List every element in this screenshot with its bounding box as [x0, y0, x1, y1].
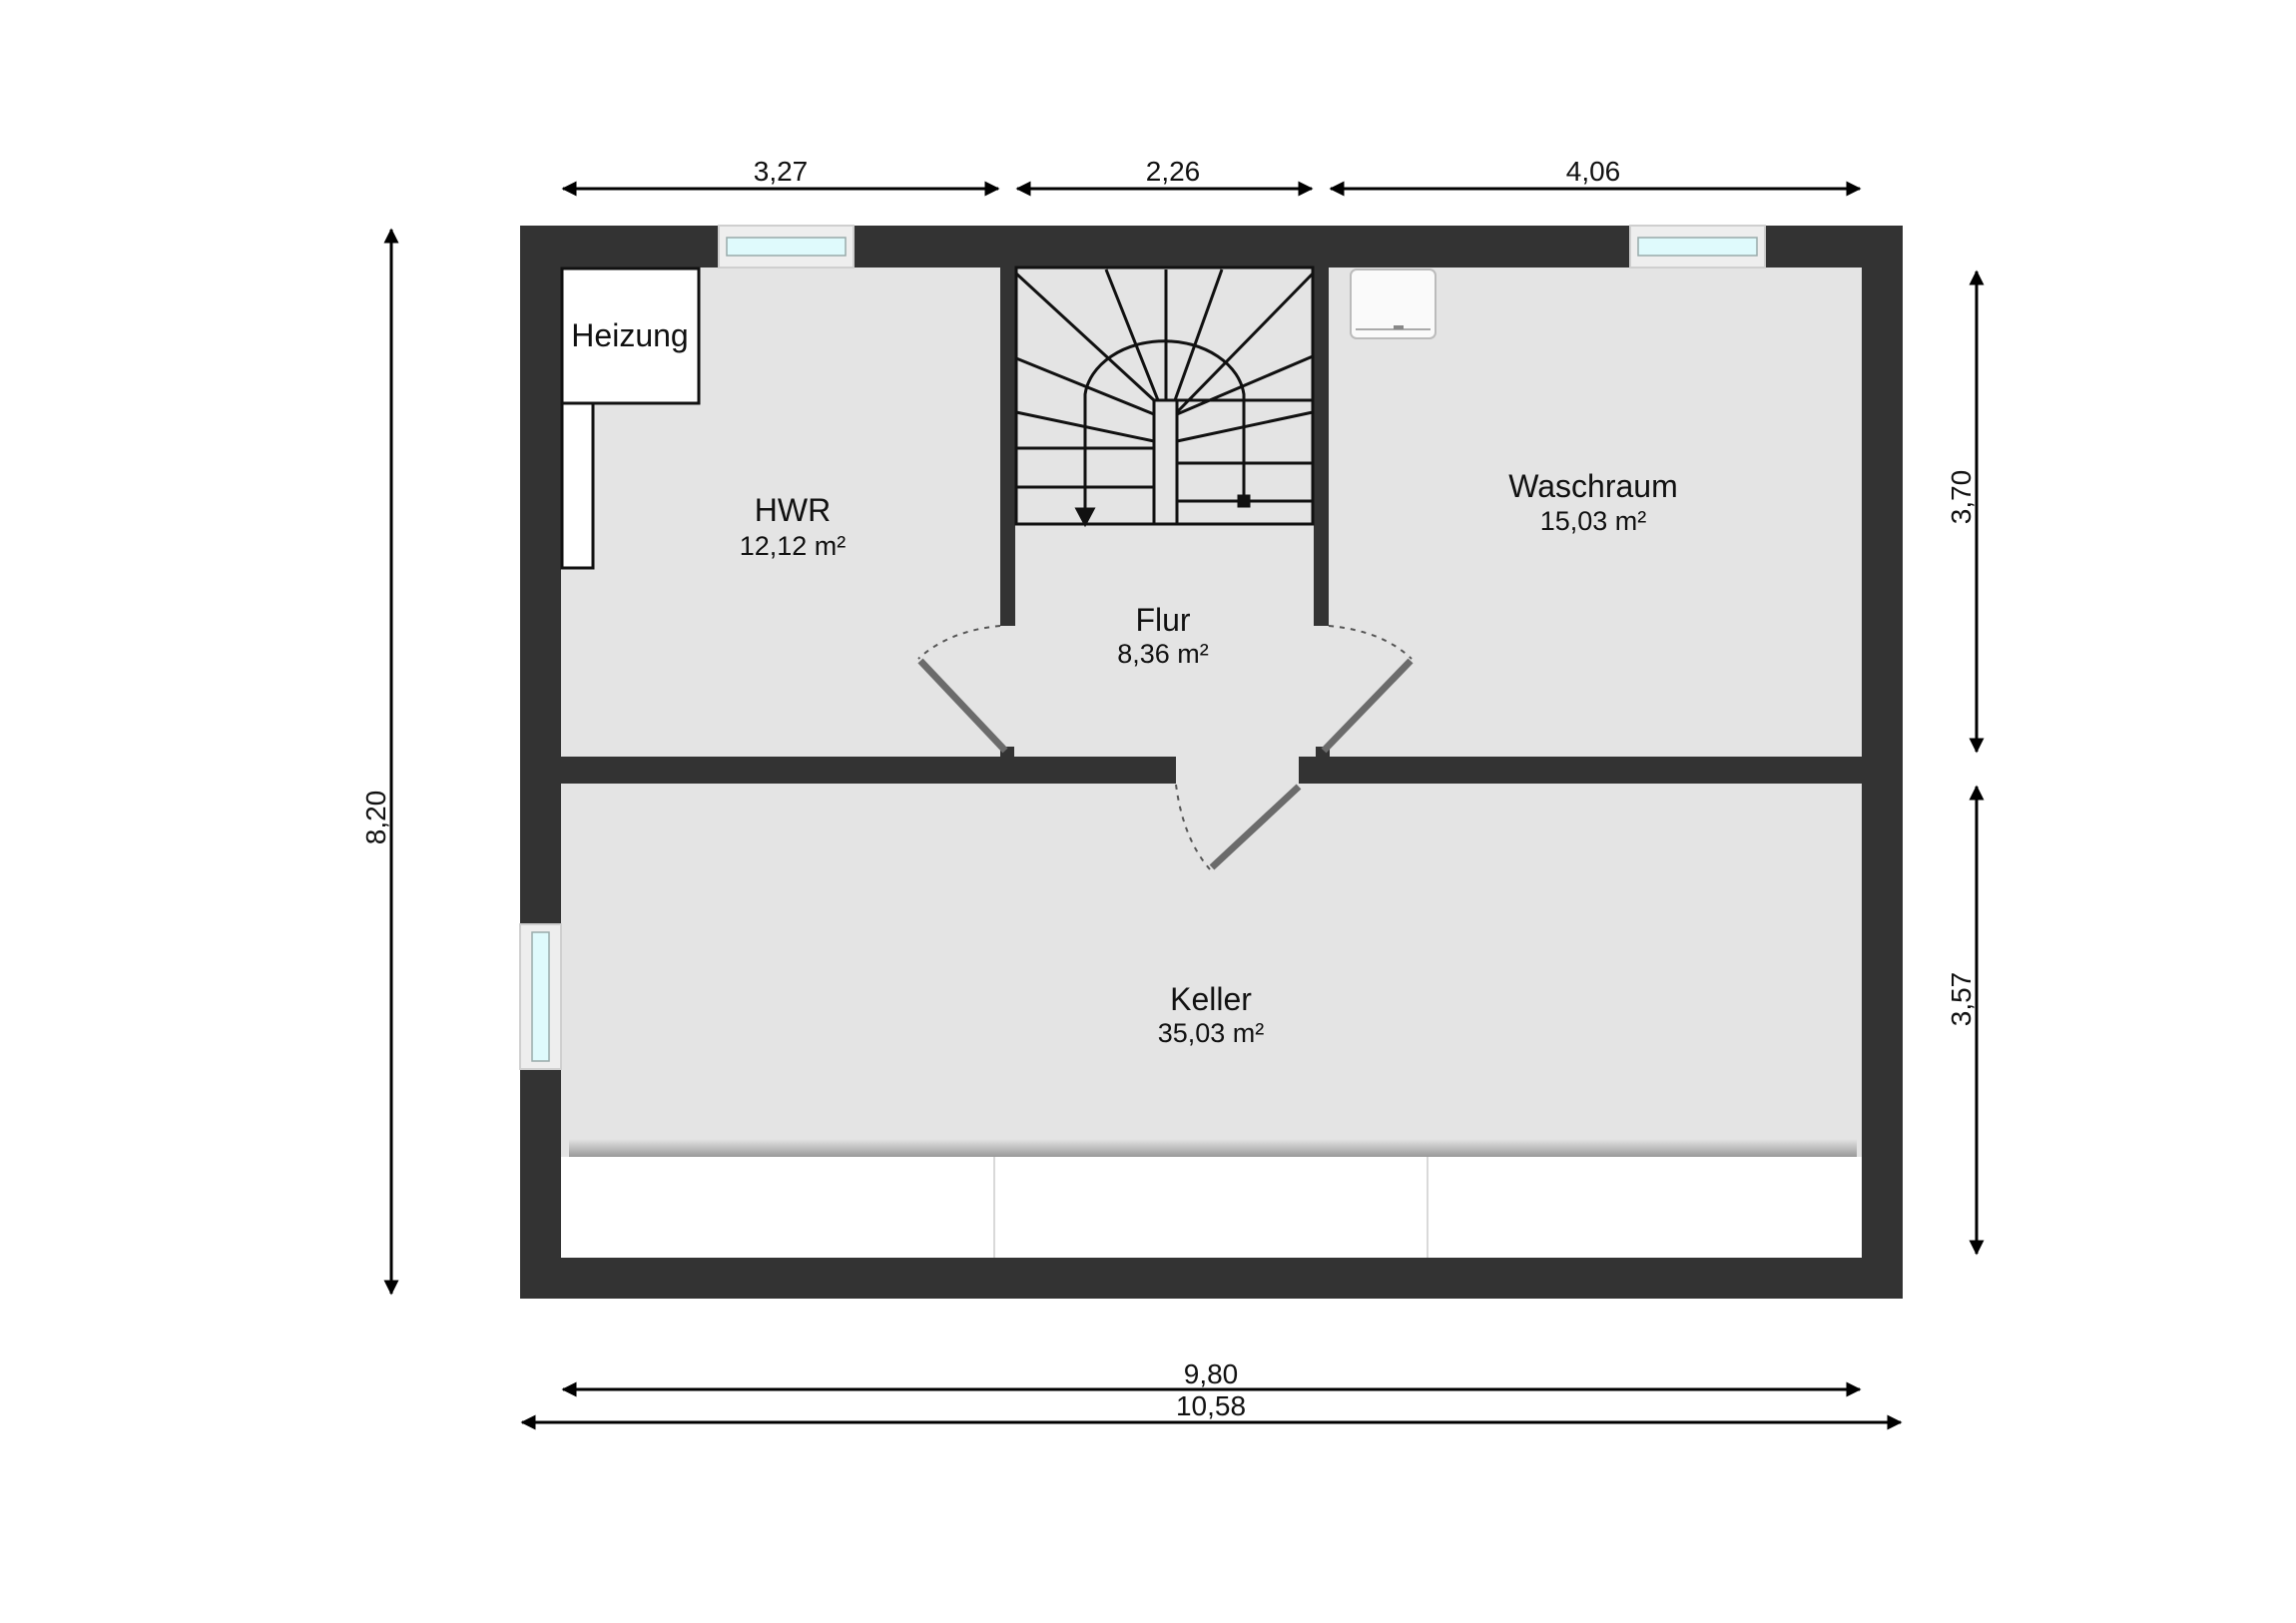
room-name-hwr: HWR: [755, 492, 831, 528]
room-area-hwr: 12,12 m²: [740, 531, 847, 561]
room-waschraum-floor: [1323, 268, 1862, 757]
svg-text:10,58: 10,58: [1176, 1390, 1246, 1421]
dimension-top-1: 3,27: [561, 156, 1000, 197]
dimension-top-2: 2,26: [1015, 156, 1314, 197]
room-area-keller: 35,03 m²: [1158, 1018, 1265, 1048]
interior-wall-keller-right: [1299, 757, 1862, 784]
room-name-waschraum: Waschraum: [1508, 468, 1678, 504]
washing-machine-icon: [1350, 269, 1436, 339]
room-name-keller: Keller: [1170, 981, 1252, 1017]
door-waschraum[interactable]: [1321, 625, 1414, 754]
svg-text:4,06: 4,06: [1566, 156, 1621, 187]
svg-text:3,70: 3,70: [1946, 470, 1977, 525]
wall-shelf: [560, 401, 595, 570]
heizung-label: Heizung: [571, 317, 688, 353]
shelf-shadow: [569, 1139, 1857, 1157]
interior-wall-hwr-flur: [1000, 268, 1015, 626]
window-waschraum: [1629, 225, 1766, 269]
heizung-box: [560, 267, 701, 405]
dimension-right-upper: 3,70: [1946, 270, 1985, 754]
svg-text:3,57: 3,57: [1946, 972, 1977, 1027]
room-name-flur: Flur: [1135, 602, 1190, 638]
dimension-bottom-inner: 9,80: [561, 1358, 1862, 1397]
room-area-waschraum: 15,03 m²: [1540, 506, 1647, 536]
dimension-top-3: 4,06: [1329, 156, 1862, 197]
svg-text:8,20: 8,20: [360, 791, 391, 845]
svg-text:3,27: 3,27: [754, 156, 809, 187]
interior-wall-flur-waschraum: [1314, 268, 1329, 626]
dimension-right-lower: 3,57: [1946, 785, 1985, 1256]
door-keller[interactable]: [1175, 784, 1302, 870]
staircase: [1014, 266, 1315, 528]
room-area-flur: 8,36 m²: [1117, 639, 1209, 669]
door-stub: [1000, 747, 1014, 757]
svg-text:9,80: 9,80: [1184, 1358, 1239, 1389]
dimension-left: 8,20: [360, 228, 399, 1296]
door-stub: [1316, 747, 1330, 757]
window-hwr: [718, 225, 855, 269]
dimension-bottom-outer: 10,58: [520, 1390, 1903, 1430]
interior-wall-keller-left: [561, 757, 1176, 784]
door-hwr[interactable]: [917, 625, 1008, 754]
svg-text:2,26: 2,26: [1146, 156, 1201, 187]
shelf-unit: [561, 1157, 1862, 1258]
window-keller: [519, 923, 562, 1070]
